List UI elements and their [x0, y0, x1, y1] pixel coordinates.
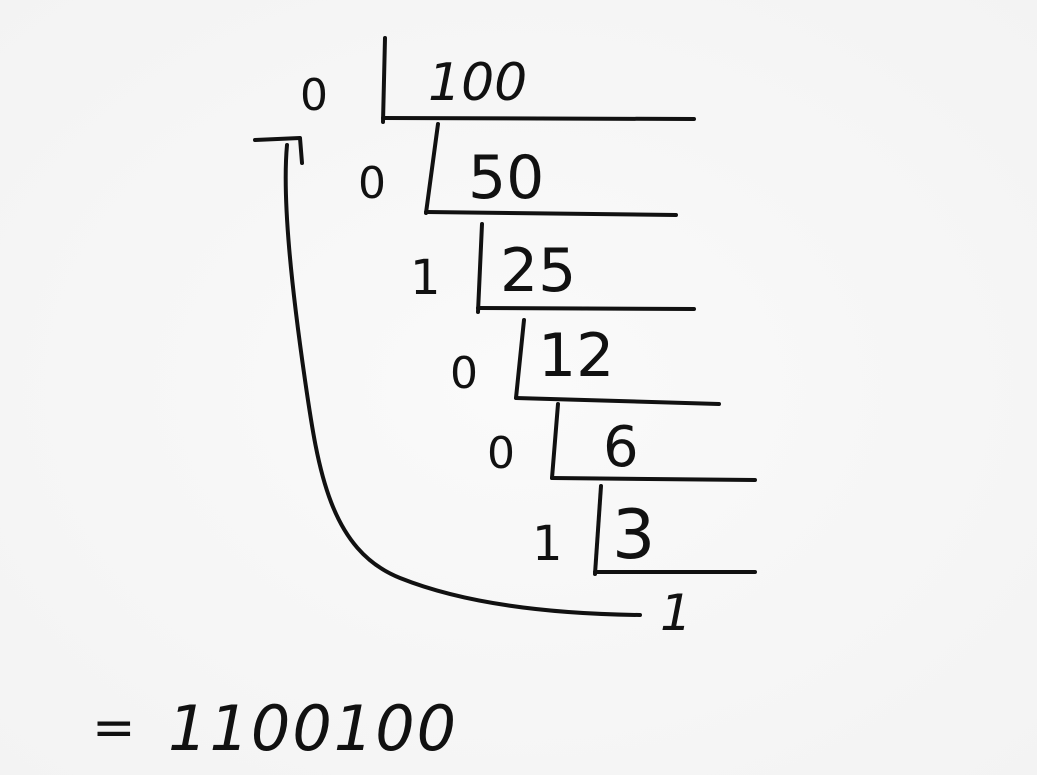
remainder-label: 0	[358, 158, 386, 209]
final-quotient-label: 1	[660, 584, 692, 642]
remainder-label: 0	[300, 70, 328, 121]
division-bar-vertical	[593, 484, 603, 576]
division-step: 0 50	[358, 122, 678, 217]
division-bar-vertical	[514, 318, 526, 400]
arrow-shaft	[283, 143, 642, 617]
curved-arrow-up-icon	[253, 136, 642, 617]
dividend-label: 50	[468, 143, 544, 213]
division-bar-vertical	[476, 222, 484, 314]
division-step: 0 12	[450, 318, 721, 406]
division-bar-horizontal	[476, 306, 696, 311]
division-step: 1 25	[410, 222, 696, 314]
division-bar-horizontal	[550, 476, 757, 482]
dividend-label: 100	[428, 53, 527, 113]
remainder-label: 1	[532, 516, 563, 572]
division-bar-horizontal	[381, 116, 696, 121]
division-bar-vertical	[550, 402, 560, 480]
result-binary: 1100100	[168, 692, 458, 765]
division-step: 0 100	[300, 36, 696, 124]
division-step: 0 6	[487, 402, 757, 482]
division-step: 1 3	[532, 484, 757, 576]
equals-sign: =	[92, 698, 136, 758]
arrow-head	[253, 136, 304, 165]
division-bar-horizontal	[424, 210, 678, 217]
division-bar-horizontal	[514, 396, 721, 406]
dividend-label: 25	[500, 236, 576, 306]
remainder-label: 1	[410, 250, 441, 306]
remainder-label: 0	[450, 348, 478, 399]
division-bar-vertical	[381, 36, 387, 124]
dividend-label: 6	[603, 415, 639, 480]
dividend-label: 3	[612, 496, 655, 575]
dividend-label: 12	[538, 321, 614, 391]
division-bar-vertical	[424, 122, 440, 215]
remainder-label: 0	[487, 428, 515, 479]
result-row: = 1100100	[92, 692, 458, 765]
